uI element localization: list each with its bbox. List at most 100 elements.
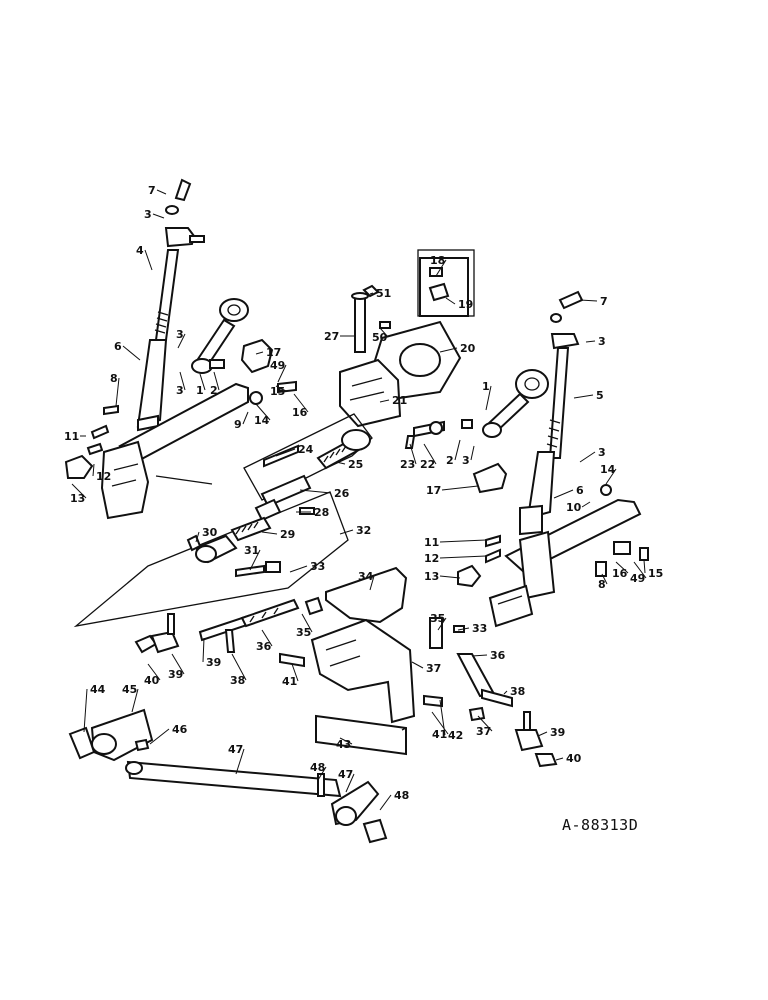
callout-3: 3 xyxy=(176,328,184,341)
callout-48: 48 xyxy=(394,789,409,802)
callout-leader xyxy=(585,340,596,343)
callout-21: 21 xyxy=(392,394,407,407)
callout-leader xyxy=(439,699,446,736)
callout-leader xyxy=(92,463,95,477)
callout-15: 15 xyxy=(648,567,663,580)
callout-leader xyxy=(171,653,185,675)
callout-leader xyxy=(439,575,461,579)
callout-8: 8 xyxy=(598,578,606,591)
callout-50: 50 xyxy=(372,331,388,344)
callout-leader xyxy=(231,653,247,681)
callout-11: 11 xyxy=(64,430,79,443)
right-lift-arm xyxy=(461,369,612,496)
callout-48: 48 xyxy=(310,761,325,774)
callout-leader xyxy=(601,573,608,585)
callout-14: 14 xyxy=(254,414,270,427)
right-lift-link xyxy=(519,290,584,536)
callout-4: 4 xyxy=(136,244,144,257)
callout-46: 46 xyxy=(172,723,188,736)
drawbar-frame xyxy=(134,566,558,768)
callout-28: 28 xyxy=(314,506,329,519)
callout-leader xyxy=(149,728,170,745)
left-lift-arm xyxy=(191,298,297,405)
callout-35: 35 xyxy=(296,626,311,639)
callout-leader xyxy=(445,297,456,305)
callout-leader xyxy=(485,385,492,411)
callout-leader xyxy=(423,443,437,465)
callout-leader xyxy=(431,711,449,735)
callout-leader xyxy=(579,299,598,302)
callout-37: 37 xyxy=(426,662,441,675)
drawing-number: A-88313D xyxy=(562,816,638,834)
callout-2: 2 xyxy=(446,454,454,467)
callout-leader xyxy=(317,766,327,781)
callout-leader xyxy=(379,327,389,338)
callout-33: 33 xyxy=(472,622,487,635)
callout-leaders xyxy=(71,189,647,811)
callout-leader xyxy=(579,451,596,463)
callout-leader xyxy=(275,448,296,457)
callout-leader xyxy=(409,443,417,465)
callout-leader xyxy=(369,292,374,295)
callout-leader xyxy=(503,690,508,695)
callout-37: 37 xyxy=(476,725,491,738)
callout-6: 6 xyxy=(576,484,584,497)
callout-23: 23 xyxy=(400,458,415,471)
callout-leader xyxy=(115,377,120,407)
callout-leader xyxy=(71,483,87,499)
callout-leader xyxy=(435,259,447,277)
callout-2: 2 xyxy=(210,384,218,397)
callout-41: 41 xyxy=(432,728,447,741)
callout-10: 10 xyxy=(566,501,582,514)
left-lift-link xyxy=(103,178,205,432)
callout-5: 5 xyxy=(596,389,604,402)
callout-leader xyxy=(643,559,646,574)
callout-leader xyxy=(249,549,261,571)
callout-39: 39 xyxy=(206,656,221,669)
callout-45: 45 xyxy=(122,683,137,696)
callout-8: 8 xyxy=(110,372,118,385)
callout-leader xyxy=(379,794,392,811)
callout-leader xyxy=(83,688,88,733)
callout-47: 47 xyxy=(228,743,243,756)
callout-32: 32 xyxy=(356,524,371,537)
callout-17: 17 xyxy=(266,346,281,359)
callout-leader xyxy=(289,565,308,573)
callout-13: 13 xyxy=(424,570,439,583)
callout-leader xyxy=(454,439,461,461)
callout-33: 33 xyxy=(310,560,325,573)
left-lower-link xyxy=(64,382,249,520)
callout-31: 31 xyxy=(244,544,259,557)
callout-38: 38 xyxy=(230,674,245,687)
callout-14: 14 xyxy=(600,463,616,476)
callout-leader xyxy=(411,661,424,669)
callout-leader xyxy=(255,403,271,421)
callout-49: 49 xyxy=(630,572,645,585)
callout-leader xyxy=(131,688,139,713)
callout-leader xyxy=(457,627,470,631)
callout-leader xyxy=(291,663,299,682)
callout-36: 36 xyxy=(490,649,506,662)
callout-35: 35 xyxy=(430,612,445,625)
callout-leader xyxy=(261,629,273,647)
callout-leader xyxy=(199,373,206,391)
right-lower-link xyxy=(457,498,649,628)
callout-34: 34 xyxy=(358,570,374,583)
callout-39: 39 xyxy=(168,668,183,681)
callout-16: 16 xyxy=(292,406,308,419)
callout-3: 3 xyxy=(598,335,606,348)
callout-leader xyxy=(242,411,249,425)
callout-leader xyxy=(335,461,346,465)
callout-leader xyxy=(553,489,574,499)
callout-leader xyxy=(147,663,161,681)
callout-3: 3 xyxy=(598,446,606,459)
callout-leader xyxy=(293,393,309,413)
callout-leader xyxy=(605,468,617,485)
callout-25: 25 xyxy=(348,458,363,471)
callout-47: 47 xyxy=(338,768,353,781)
callout-30: 30 xyxy=(202,526,218,539)
callout-leader xyxy=(345,773,355,793)
callout-44: 44 xyxy=(90,683,106,696)
callout-42: 42 xyxy=(448,729,463,742)
callout-16: 16 xyxy=(612,567,628,580)
